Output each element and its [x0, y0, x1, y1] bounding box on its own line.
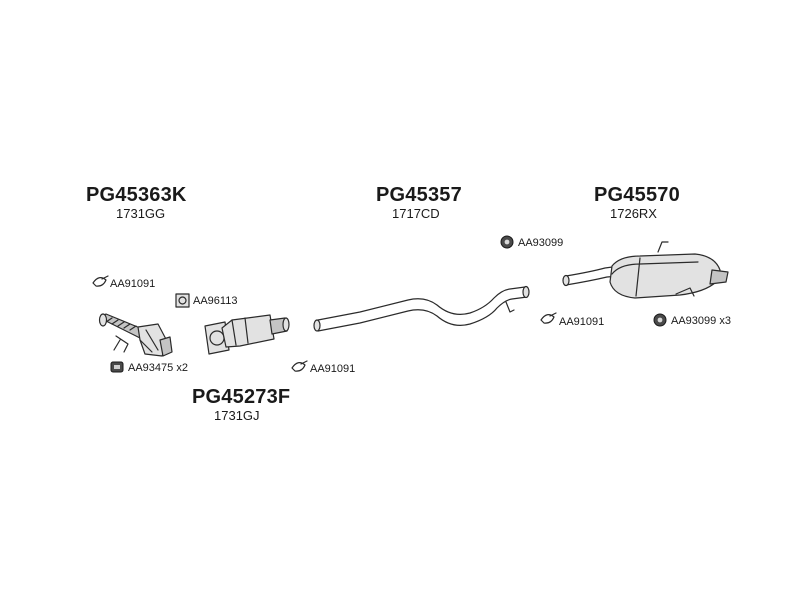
center-pipe-drawing [313, 285, 530, 332]
front-catalyst-drawing [98, 313, 173, 357]
gasket-icon [175, 293, 190, 308]
cat-front-code[interactable]: PG45363K [86, 184, 187, 206]
particulate-filter-code[interactable]: PG45273F [192, 386, 291, 408]
rear-silencer-drawing [562, 241, 729, 299]
rubber-ring-icon-top [500, 235, 514, 249]
clamp-icon-mid [291, 360, 308, 372]
gasket-label[interactable]: AA96113 [193, 295, 238, 307]
clamp-rear-label[interactable]: AA91091 [559, 316, 605, 328]
particulate-filter-ref: 1731GJ [214, 408, 260, 423]
clamp-icon-front [92, 275, 109, 287]
rubber-ring-icon-rear [653, 313, 667, 327]
rear-silencer-code[interactable]: PG45570 [594, 184, 680, 206]
clamp-mid-label[interactable]: AA91091 [310, 363, 356, 375]
center-pipe-ref: 1717CD [392, 206, 440, 221]
particulate-filter-drawing [204, 314, 290, 355]
cat-front-ref: 1731GG [116, 206, 166, 221]
clamp-front-label[interactable]: AA91091 [110, 278, 156, 290]
rubber-top-label[interactable]: AA93099 [518, 237, 564, 249]
mount-front-label[interactable]: AA93475 x2 [128, 362, 188, 374]
rubber-rear-label[interactable]: AA93099 x3 [671, 315, 731, 327]
center-pipe-code[interactable]: PG45357 [376, 184, 462, 206]
rear-silencer-ref: 1726RX [610, 206, 657, 221]
rubber-mount-icon-front [110, 361, 124, 373]
clamp-icon-rear [540, 312, 557, 324]
